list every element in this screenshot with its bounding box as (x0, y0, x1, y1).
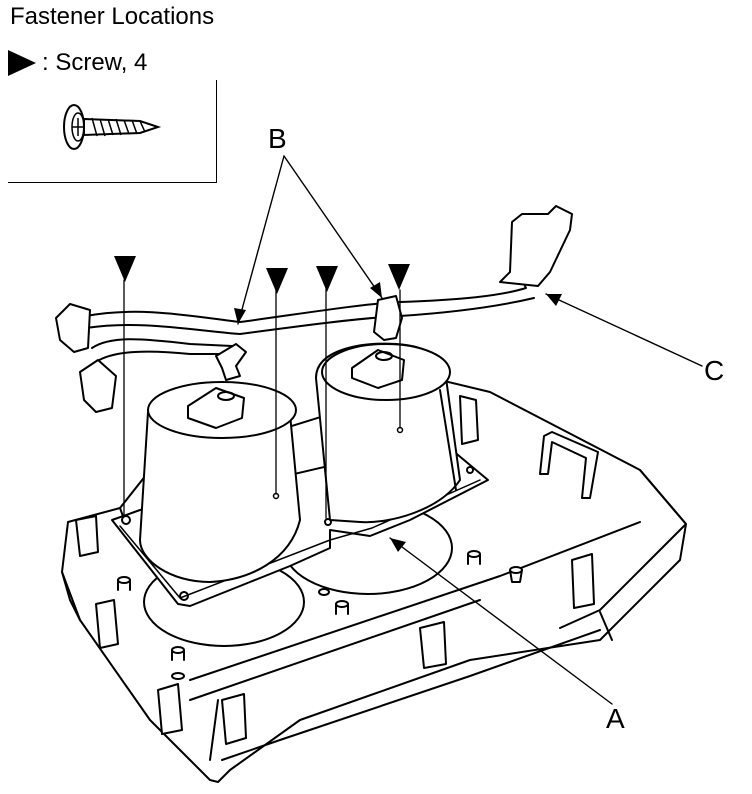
screw-legend-label: : Screw, 4 (42, 49, 148, 76)
screw-marker-icon (388, 264, 410, 290)
wire-harness (55, 205, 573, 413)
fastener-legend: : Screw, 4 (8, 48, 147, 78)
callout-b: B (268, 123, 287, 154)
callout-a: A (606, 703, 625, 734)
callout-b-arrowhead-right (370, 282, 382, 298)
screw-marker-icon (316, 266, 338, 292)
page-title: Fastener Locations (10, 3, 215, 30)
screw-marker-icon (266, 268, 288, 294)
right-motor (315, 342, 461, 524)
callout-a-arrowhead (390, 538, 406, 552)
screw-marker-icon (8, 50, 36, 76)
callout-b-arrowhead-left (234, 308, 246, 324)
callout-c: C (704, 355, 725, 386)
callout-c-arrowhead (546, 294, 562, 306)
screw-legend-box (8, 80, 217, 183)
left-motor (139, 381, 301, 583)
screw-icon (63, 104, 162, 150)
screw-marker-icon (114, 256, 136, 282)
